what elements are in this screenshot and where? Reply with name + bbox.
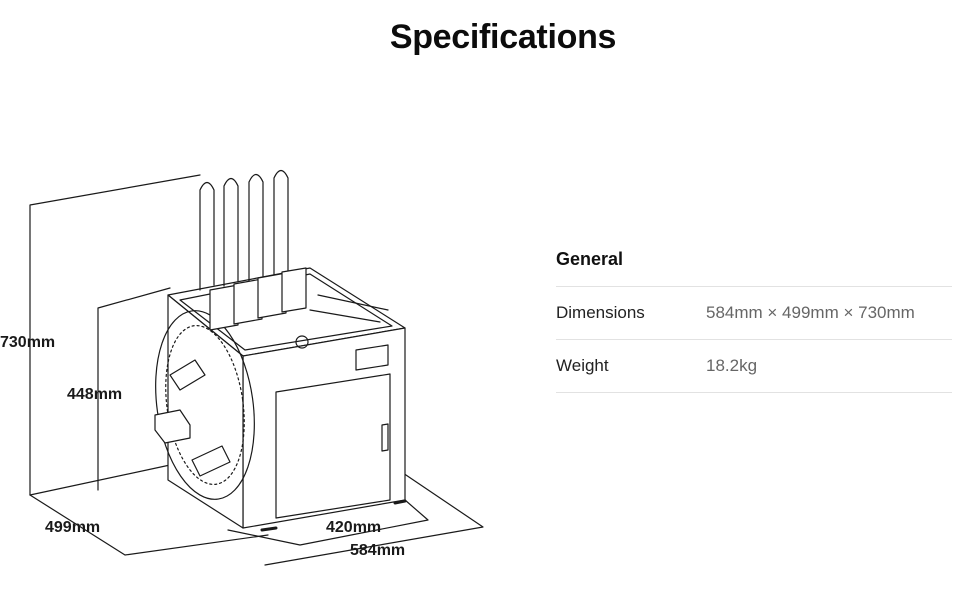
dimension-body-width: 420mm bbox=[326, 519, 382, 536]
filament-tube-4 bbox=[273, 169, 289, 279]
dimension-body-height: 448mm bbox=[67, 386, 123, 403]
spec-label: Weight bbox=[556, 356, 609, 375]
printer-door bbox=[275, 373, 391, 519]
dimension-total-width: 584mm bbox=[350, 542, 406, 559]
filament-tube-1 bbox=[199, 181, 215, 291]
spec-row-dimensions: Dimensions 584mm × 499mm × 730mm bbox=[556, 287, 952, 340]
printer-front-face bbox=[242, 327, 406, 529]
height-reference-tall bbox=[29, 174, 201, 496]
toolhead-2 bbox=[233, 278, 263, 325]
spool-holder-top bbox=[169, 359, 206, 391]
page-title: Specifications bbox=[389, 18, 617, 56]
spec-value: 584mm × 499mm × 730mm bbox=[706, 303, 915, 322]
spec-value: 18.2kg bbox=[706, 356, 758, 375]
side-box bbox=[154, 409, 191, 444]
specs-table: General Dimensions 584mm × 499mm × 730mm… bbox=[556, 240, 952, 393]
spool-disc bbox=[155, 310, 255, 500]
dimension-depth: 499mm bbox=[45, 519, 101, 536]
toolhead-1 bbox=[209, 284, 239, 331]
specs-heading: General bbox=[556, 240, 952, 287]
depth-guide bbox=[29, 494, 269, 556]
top-knob bbox=[295, 335, 309, 349]
spec-label: Dimensions bbox=[556, 303, 645, 322]
door-handle bbox=[381, 423, 389, 452]
width-guide-inner bbox=[227, 499, 429, 546]
filament-tube-2 bbox=[223, 177, 239, 287]
spec-row-weight: Weight 18.2kg bbox=[556, 340, 952, 393]
spool-holder-bottom bbox=[191, 445, 231, 477]
filament-tube-3 bbox=[248, 173, 264, 283]
height-reference-short bbox=[97, 287, 171, 491]
width-guide-outer bbox=[264, 472, 484, 566]
toolhead-3 bbox=[257, 272, 287, 319]
printer-screen bbox=[355, 344, 389, 371]
toolhead-4 bbox=[281, 267, 307, 313]
dimension-total-height: 730mm bbox=[0, 334, 56, 351]
printer-dimension-drawing bbox=[29, 169, 484, 566]
